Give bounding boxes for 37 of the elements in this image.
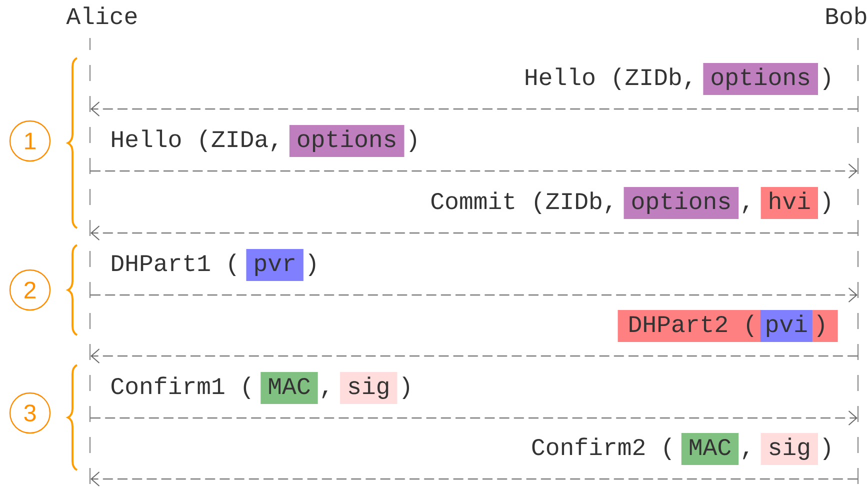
highlighted-parameter: options: [703, 63, 818, 95]
message-text: ): [402, 376, 410, 399]
message-arrow: [90, 472, 858, 486]
message-text: ,: [743, 206, 748, 214]
message-text: ,: [743, 452, 748, 460]
step-number: 2: [9, 269, 51, 311]
message-text: Confirm2 (: [532, 438, 671, 460]
step-number: 3: [9, 392, 51, 434]
message-arrow: [90, 164, 858, 178]
message-arrow: [90, 226, 858, 240]
message-text: Hello (ZIDa,: [112, 130, 277, 152]
highlighted-parameter: options: [624, 187, 739, 219]
message-text: ): [823, 438, 830, 460]
highlighted-parameter: sig: [340, 372, 398, 404]
message-text: ): [308, 254, 316, 276]
highlighted-parameter: hvi: [760, 187, 818, 219]
message-text: ): [823, 68, 830, 90]
message-arrow: [90, 102, 858, 116]
message-text: Hello (ZIDb,: [526, 68, 690, 90]
message-arrow: [90, 288, 858, 302]
highlighted-parameter: MAC: [681, 433, 739, 465]
step-number: 1: [9, 120, 51, 162]
highlighted-parameter: MAC: [260, 372, 318, 404]
message-text: ): [410, 130, 416, 152]
message-arrow: [90, 410, 858, 426]
message-arrow: [90, 348, 858, 364]
message-text: Confirm1 (: [112, 376, 250, 399]
highlighted-parameter: pvr: [246, 249, 304, 281]
message-text: Commit (ZIDb,: [431, 192, 612, 214]
message-text: DHPart1 (: [112, 254, 236, 276]
participant-name: Alice: [66, 6, 137, 24]
highlighted-parameter: sig: [760, 433, 818, 465]
participant-name: Bob: [826, 6, 866, 24]
message-text: ,: [322, 390, 328, 398]
highlighted-parameter: options: [289, 125, 404, 157]
highlighted-parameter: pvi: [760, 310, 812, 342]
message-text: ): [823, 192, 830, 214]
